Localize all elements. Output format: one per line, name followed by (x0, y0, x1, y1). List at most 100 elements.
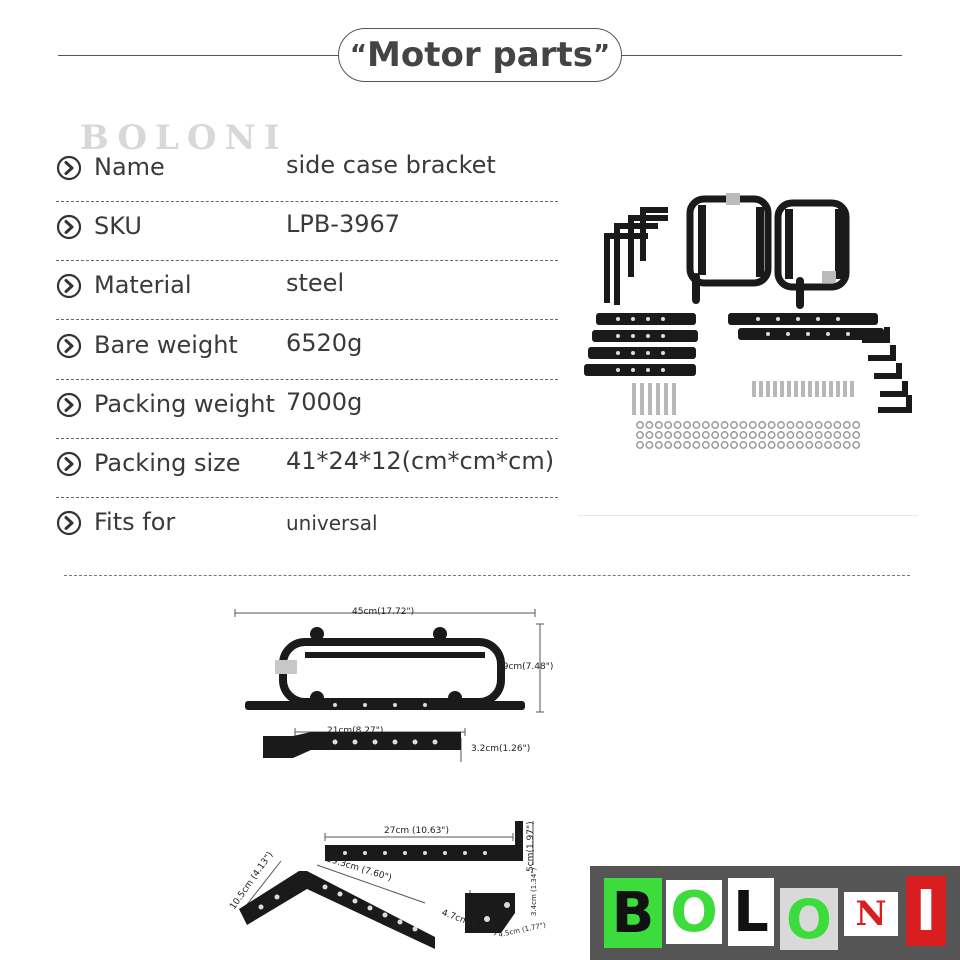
washer (777, 431, 785, 439)
washer (748, 421, 757, 429)
washer (664, 421, 673, 429)
washer (692, 421, 701, 429)
row-divider (56, 378, 558, 380)
logo-letter-o2: O (780, 888, 838, 951)
section-divider (64, 575, 910, 576)
product-photo (584, 193, 912, 449)
washer (683, 421, 691, 429)
washer (748, 431, 757, 439)
washer (758, 431, 767, 439)
logo-letter-b: B (604, 878, 662, 948)
washer (767, 441, 776, 449)
circle-chevron-right-icon (56, 333, 82, 358)
spec-value: side case bracket (286, 151, 496, 179)
washer (824, 421, 832, 429)
washer (636, 431, 644, 439)
washer (777, 441, 785, 449)
washer (701, 421, 710, 429)
title-open-quote: “ (349, 40, 368, 70)
washer (720, 441, 729, 449)
washer (636, 441, 644, 449)
spec-label: Name (94, 153, 165, 181)
washer (805, 441, 814, 449)
washer (645, 441, 654, 449)
bracket-dimension-drawing (239, 821, 534, 949)
washer (786, 421, 795, 429)
spec-value: LPB-3967 (286, 210, 401, 239)
spec-label: Fits for (94, 508, 176, 537)
dim-strap-length: 21cm(8.27") (327, 726, 384, 736)
spec-row: SKU LPB-3967 (56, 202, 558, 262)
washer (645, 431, 654, 439)
spec-label: Packing weight (94, 389, 275, 418)
spec-row: Fits for universal (56, 498, 558, 557)
washer (683, 441, 691, 449)
spec-label: SKU (94, 212, 142, 241)
washer (664, 441, 673, 449)
row-divider (56, 201, 558, 202)
washer (814, 441, 823, 449)
spec-value: 6520g (286, 328, 363, 357)
spec-value: 41*24*12(cm*cm*cm) (286, 447, 555, 475)
header-rule-left (58, 55, 340, 56)
dim-long-bracket-length: 27cm (10.63") (384, 826, 449, 836)
washer (824, 431, 832, 439)
dim-long-bracket-height: 5cm(1.97") (526, 821, 536, 872)
washer (786, 431, 795, 439)
washer (739, 431, 748, 439)
washer (636, 421, 644, 429)
row-divider (56, 260, 558, 262)
washer (795, 441, 804, 449)
washer (673, 421, 682, 429)
brand-watermark: BOLONI (80, 118, 288, 158)
logo-letter-o: O (666, 880, 722, 945)
circle-chevron-right-icon (56, 392, 82, 417)
washer (654, 431, 663, 439)
washer (720, 421, 729, 429)
washer (833, 431, 842, 439)
header-rule-right (620, 55, 902, 56)
spec-row: Name side case bracket (56, 143, 558, 202)
logo-letter-n: N (844, 892, 898, 936)
washer (786, 441, 795, 449)
washer (842, 421, 851, 429)
washer (758, 441, 767, 449)
washer (683, 431, 691, 439)
washer (692, 441, 701, 449)
washer (777, 421, 785, 429)
circle-chevron-right-icon (56, 274, 82, 299)
spec-label: Bare weight (94, 330, 238, 359)
dim-frame-height: 19cm(7.48") (497, 662, 554, 672)
logo-letter-i: I (906, 876, 946, 946)
washer (805, 431, 814, 439)
washer (767, 421, 776, 429)
logo-letter-l: L (728, 878, 774, 946)
washer (795, 431, 804, 439)
spec-label: Material (94, 271, 192, 300)
washer (730, 421, 738, 429)
row-divider (56, 437, 558, 439)
title-close-quote: ” (592, 40, 611, 70)
washer (767, 431, 776, 439)
spec-value: 7000g (286, 387, 363, 416)
circle-chevron-right-icon (56, 451, 82, 477)
circle-chevron-right-icon (56, 511, 82, 536)
washer (739, 421, 748, 429)
washer (824, 441, 832, 449)
washer (692, 431, 701, 439)
washer (805, 421, 814, 429)
frame-dimension-drawing (234, 609, 544, 762)
title-text: Motor parts (367, 35, 593, 75)
washer (852, 441, 861, 449)
washer (645, 421, 654, 429)
washer (730, 431, 738, 439)
spec-row: Packing weight 7000g (56, 380, 558, 439)
washer (814, 431, 823, 439)
spec-row: Bare weight 6520g (56, 321, 558, 380)
washer (664, 431, 673, 439)
spec-value: universal (286, 511, 378, 536)
photo-underline (578, 515, 918, 516)
washer (852, 431, 861, 439)
row-divider (56, 497, 558, 498)
washer (654, 441, 663, 449)
